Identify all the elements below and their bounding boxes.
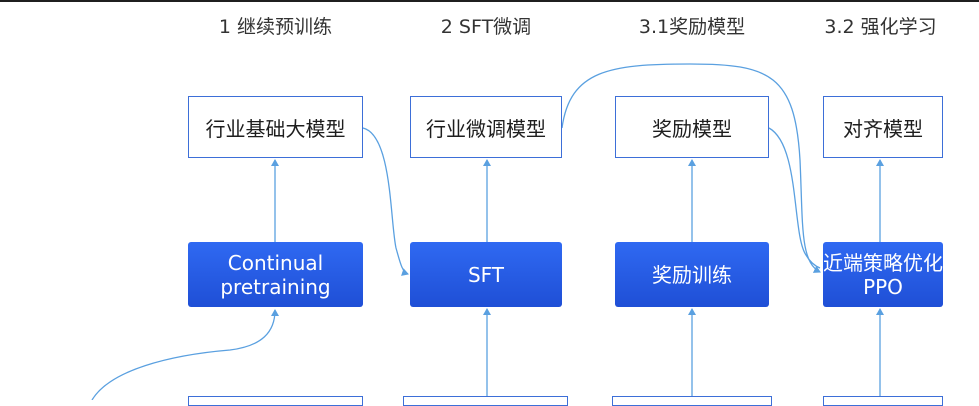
link-sft-model-to-ppo: [561, 63, 821, 273]
process-reward-training-label: 奖励训练: [652, 262, 732, 287]
output-finetuned-model: 行业微调模型: [410, 96, 562, 158]
link-data-to-pretrain: [91, 309, 279, 400]
link-base-model-to-sft: [362, 127, 409, 276]
top-divider: [0, 0, 979, 2]
output-reward-model-label: 奖励模型: [652, 116, 732, 141]
bottom-box-2: [403, 396, 568, 406]
stage-header-sft: 2 SFT微调: [440, 16, 532, 38]
link-reward-model-to-ppo: [768, 127, 821, 269]
output-aligned-model: 对齐模型: [823, 96, 943, 158]
process-ppo-line2: PPO: [863, 274, 903, 299]
stage-header-reward-model: 3.1奖励模型: [638, 16, 746, 38]
bottom-box-4: [823, 396, 943, 406]
process-pretraining-line1: Continual: [227, 250, 324, 275]
process-sft: SFT: [410, 242, 562, 307]
stage-header-rl: 3.2 强化学习: [824, 16, 937, 38]
output-base-model-label: 行业基础大模型: [205, 116, 346, 141]
process-sft-label: SFT: [467, 262, 505, 287]
output-reward-model: 奖励模型: [615, 96, 769, 158]
stage-header-pretraining: 1 继续预训练: [218, 16, 333, 38]
process-pretraining-line2: pretraining: [220, 274, 331, 299]
process-continual-pretraining: Continual pretraining: [188, 242, 363, 307]
bottom-box-3: [612, 396, 772, 406]
output-aligned-model-label: 对齐模型: [843, 116, 923, 141]
output-finetuned-model-label: 行业微调模型: [426, 116, 546, 141]
output-base-model: 行业基础大模型: [188, 96, 363, 158]
process-reward-training: 奖励训练: [615, 242, 769, 307]
bottom-box-1: [188, 396, 363, 406]
process-ppo-line1: 近端策略优化: [823, 250, 943, 275]
process-ppo: 近端策略优化 PPO: [823, 242, 943, 307]
